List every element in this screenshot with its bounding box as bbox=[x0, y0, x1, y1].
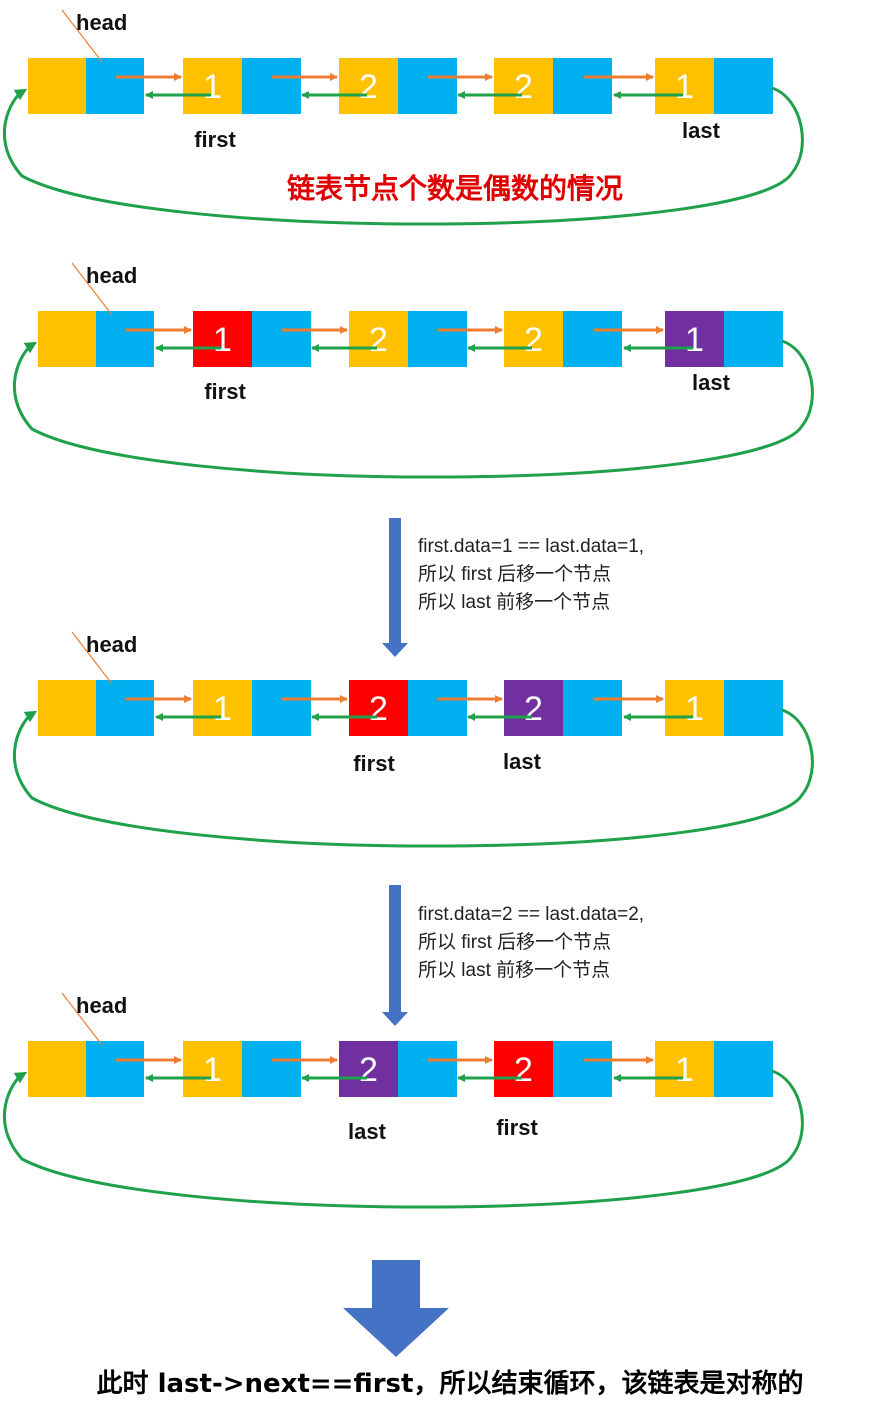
head-pointer-block bbox=[96, 311, 154, 367]
node-1-data-block bbox=[183, 58, 242, 114]
first-pointer-label: first bbox=[194, 127, 236, 152]
blue-down-arrow-icon bbox=[382, 885, 408, 1026]
node-3-pointer-block bbox=[563, 311, 622, 367]
node-4-value: 1 bbox=[685, 321, 704, 359]
head-data-block bbox=[38, 311, 96, 367]
first-pointer-label: first bbox=[204, 379, 246, 404]
node-1-pointer-block bbox=[242, 58, 301, 114]
diagram-row-3: head 1 2 2 1 first last bbox=[12, 631, 814, 848]
node-3-data-block bbox=[494, 58, 553, 114]
node-2-pointer-block bbox=[408, 680, 467, 736]
step-2-line-3: 所以 last 前移一个节点 bbox=[418, 959, 610, 981]
node-2-data-block bbox=[349, 680, 408, 736]
node-1-data-block bbox=[193, 311, 252, 367]
node-1-data-block bbox=[183, 1041, 242, 1097]
node-4-pointer-block bbox=[724, 680, 783, 736]
loop-back-arc bbox=[2, 1069, 804, 1209]
node-1-data-block bbox=[193, 680, 252, 736]
head-label: head bbox=[86, 632, 137, 657]
head-label: head bbox=[76, 993, 127, 1018]
last-pointer-label: last bbox=[348, 1119, 387, 1144]
diagram-row-1: head 1 2 2 1 first last bbox=[2, 9, 804, 226]
node-4-pointer-block bbox=[724, 311, 783, 367]
node-1-value: 1 bbox=[213, 321, 232, 359]
node-4-value: 1 bbox=[675, 1051, 694, 1089]
first-pointer-label: first bbox=[496, 1115, 538, 1140]
node-3-data-block bbox=[504, 311, 563, 367]
node-4-value: 1 bbox=[675, 68, 694, 106]
node-2-value: 2 bbox=[359, 68, 378, 106]
head-pointer-line bbox=[61, 9, 103, 63]
node-2-data-block bbox=[339, 58, 398, 114]
step-1-line-1: first.data=1 == last.data=1, bbox=[418, 536, 644, 557]
first-pointer-label: first bbox=[353, 751, 395, 776]
diagram-row-4: head 1 2 2 1 last first bbox=[2, 992, 804, 1209]
head-data-block bbox=[28, 1041, 86, 1097]
node-3-value: 2 bbox=[514, 68, 533, 106]
last-pointer-label: last bbox=[692, 370, 731, 395]
step-1-line-2: 所以 first 后移一个节点 bbox=[418, 563, 611, 585]
head-pointer-block bbox=[86, 1041, 144, 1097]
node-3-data-block bbox=[504, 680, 563, 736]
caption-even-node-count: 链表节点个数是偶数的情况 bbox=[287, 172, 623, 205]
head-pointer-line bbox=[71, 631, 113, 685]
step-1: first.data=1 == last.data=1, 所以 first 后移… bbox=[382, 518, 644, 657]
node-4-data-block bbox=[665, 311, 724, 367]
node-4-data-block bbox=[655, 58, 714, 114]
node-3-value: 2 bbox=[514, 1051, 533, 1089]
node-3-pointer-block bbox=[563, 680, 622, 736]
head-data-block bbox=[38, 680, 96, 736]
big-blue-down-arrow-icon bbox=[343, 1260, 449, 1357]
node-2-pointer-block bbox=[398, 58, 457, 114]
node-2-pointer-block bbox=[408, 311, 467, 367]
loop-back-arc bbox=[2, 86, 804, 226]
loop-back-arc bbox=[12, 708, 814, 848]
node-3-pointer-block bbox=[553, 1041, 612, 1097]
diagram-row-2: head 1 2 2 1 first last bbox=[12, 262, 814, 479]
step-2: first.data=2 == last.data=2, 所以 first 后移… bbox=[382, 885, 644, 1026]
head-label: head bbox=[76, 10, 127, 35]
node-4-pointer-block bbox=[714, 1041, 773, 1097]
node-2-pointer-block bbox=[398, 1041, 457, 1097]
head-pointer-line bbox=[61, 992, 103, 1046]
node-1-pointer-block bbox=[252, 680, 311, 736]
node-2-data-block bbox=[349, 311, 408, 367]
node-2-value: 2 bbox=[359, 1051, 378, 1089]
head-pointer-block bbox=[96, 680, 154, 736]
node-4-data-block bbox=[655, 1041, 714, 1097]
step-1-line-3: 所以 last 前移一个节点 bbox=[418, 591, 610, 613]
node-3-value: 2 bbox=[524, 690, 543, 728]
node-2-data-block bbox=[339, 1041, 398, 1097]
blue-down-arrow-icon bbox=[382, 518, 408, 657]
node-1-value: 1 bbox=[203, 68, 222, 106]
node-4-value: 1 bbox=[685, 690, 704, 728]
node-4-data-block bbox=[665, 680, 724, 736]
node-2-value: 2 bbox=[369, 690, 388, 728]
node-3-pointer-block bbox=[553, 58, 612, 114]
last-pointer-label: last bbox=[682, 118, 721, 143]
head-pointer-line bbox=[71, 262, 113, 316]
head-data-block bbox=[28, 58, 86, 114]
node-1-pointer-block bbox=[242, 1041, 301, 1097]
step-2-line-1: first.data=2 == last.data=2, bbox=[418, 904, 644, 925]
node-3-data-block bbox=[494, 1041, 553, 1097]
last-pointer-label: last bbox=[503, 749, 542, 774]
head-label: head bbox=[86, 263, 137, 288]
loop-back-arc bbox=[12, 339, 814, 479]
node-1-pointer-block bbox=[252, 311, 311, 367]
head-pointer-block bbox=[86, 58, 144, 114]
node-1-value: 1 bbox=[213, 690, 232, 728]
node-1-value: 1 bbox=[203, 1051, 222, 1089]
node-3-value: 2 bbox=[524, 321, 543, 359]
step-2-line-2: 所以 first 后移一个节点 bbox=[418, 931, 611, 953]
node-2-value: 2 bbox=[369, 321, 388, 359]
conclusion-text: 此时 last->next==first，所以结束循环，该链表是对称的 bbox=[97, 1368, 804, 1399]
node-4-pointer-block bbox=[714, 58, 773, 114]
